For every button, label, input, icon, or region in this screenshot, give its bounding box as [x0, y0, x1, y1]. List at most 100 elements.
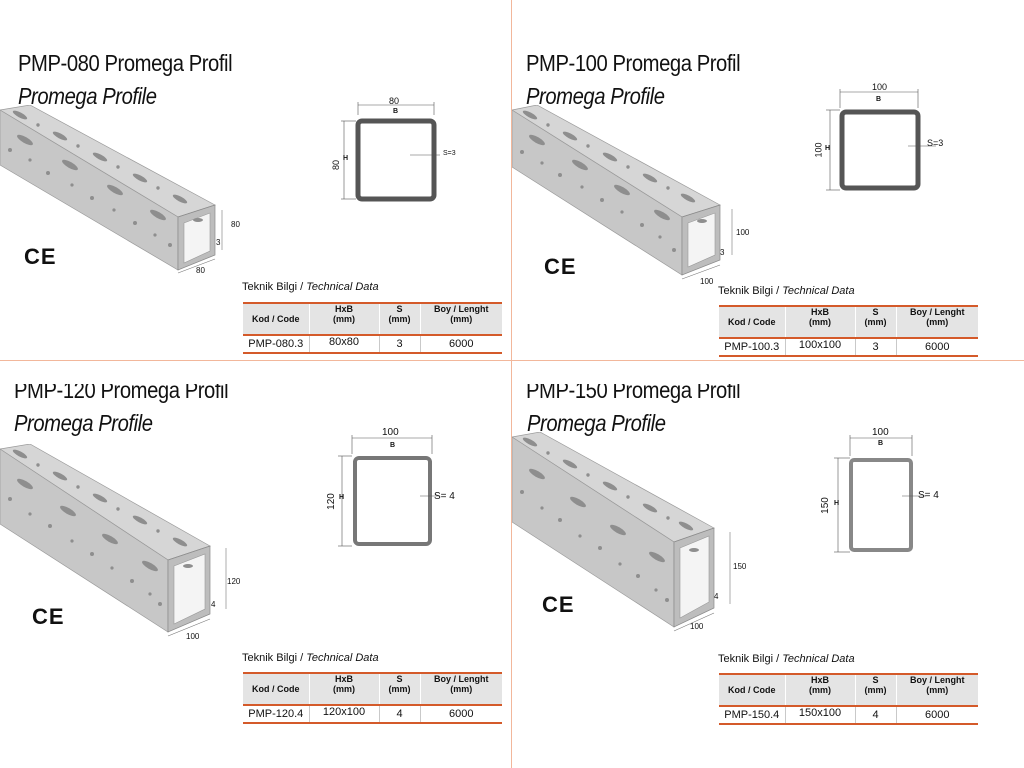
- technical-data-table: Kod / Code HxB(mm) S(mm) Boy / Lenght(mm…: [243, 302, 502, 354]
- section-thickness-label: S= 4: [434, 491, 455, 502]
- table-header-row: Kod / Code HxB(mm) S(mm) Boy / Lenght(mm…: [719, 306, 978, 338]
- product-title: PMP-080 Promega Profil: [18, 50, 233, 76]
- cell-s: 4: [379, 705, 421, 723]
- ce-mark: CE: [544, 254, 577, 279]
- column-code: Kod / Code: [243, 303, 310, 335]
- horizontal-divider: [0, 360, 1024, 361]
- cell-code: PMP-100.3: [719, 338, 786, 356]
- profile-base-dim: 100: [690, 622, 704, 631]
- cell-code: PMP-120.4: [243, 705, 310, 723]
- column-hxb: HxB(mm): [309, 303, 380, 335]
- section-b-label: B: [876, 96, 882, 103]
- column-s: S(mm): [855, 306, 897, 338]
- technical-data-label: Teknik Bilgi / Technical Data: [242, 652, 379, 664]
- product-panel-pmp-150: PMP-150 Promega Profil Promega Profile 1…: [512, 384, 1024, 768]
- section-b-label: B: [393, 108, 399, 115]
- section-thickness-label: S=3: [443, 150, 456, 157]
- section-height-label: 100: [813, 142, 824, 158]
- section-width-label: 80: [389, 96, 400, 106]
- cell-length: 6000: [449, 338, 474, 350]
- cross-section-diagram: [338, 435, 440, 547]
- cross-section-diagram: [341, 102, 440, 202]
- cell-s: 3: [855, 338, 897, 356]
- column-code: Kod / Code: [719, 306, 786, 338]
- section-width-label: 100: [872, 82, 888, 92]
- product-subtitle: Promega Profile: [527, 410, 666, 436]
- profile-thickness-dim: 3: [216, 238, 221, 247]
- cell-code: PMP-080.3: [243, 335, 310, 353]
- cross-section-diagram: [826, 89, 936, 191]
- column-length: Boy / Lenght(mm): [896, 306, 978, 338]
- column-s: S(mm): [379, 673, 421, 705]
- ce-mark: CE: [542, 592, 575, 617]
- perforated-profile-image: [512, 105, 733, 280]
- cell-length: 6000: [925, 709, 950, 721]
- profile-base-dim: 80: [196, 266, 205, 275]
- section-h-label: H: [339, 494, 345, 501]
- product-title: PMP-100 Promega Profil: [526, 50, 741, 76]
- table-header-row: Kod / Code HxB(mm) S(mm) Boy / Lenght(mm…: [243, 303, 502, 335]
- technical-data-table: Kod / Code HxB(mm) S(mm) Boy / Lenght(mm…: [719, 673, 978, 725]
- column-s: S(mm): [855, 674, 897, 706]
- profile-thickness-dim: 4: [211, 600, 216, 609]
- section-b-label: B: [878, 440, 884, 447]
- cell-code: PMP-150.4: [719, 706, 786, 724]
- table-row: PMP-120.4 120x100 4 6000: [243, 705, 502, 723]
- column-s: S(mm): [379, 303, 421, 335]
- ce-mark: CE: [32, 604, 65, 629]
- column-length: Boy / Lenght(mm): [420, 303, 502, 335]
- column-code: Kod / Code: [719, 674, 786, 706]
- column-code: Kod / Code: [243, 673, 310, 705]
- profile-height-dim: 100: [736, 228, 750, 237]
- cell-s: 4: [855, 706, 897, 724]
- section-b-label: B: [390, 442, 396, 449]
- section-thickness-label: S= 4: [918, 490, 939, 501]
- column-length: Boy / Lenght(mm): [896, 674, 978, 706]
- technical-data-label: Teknik Bilgi / Technical Data: [242, 281, 379, 293]
- profile-height-dim: 120: [227, 577, 241, 586]
- section-h-label: H: [825, 145, 831, 152]
- section-thickness-label: S=3: [927, 138, 944, 148]
- section-width-label: 100: [872, 427, 889, 438]
- profile-base-dim: 100: [700, 277, 714, 286]
- cell-hxb: 100x100: [785, 338, 856, 356]
- cell-length: 6000: [925, 341, 950, 353]
- technical-data-label: Teknik Bilgi / Technical Data: [718, 285, 855, 297]
- profile-thickness-dim: 3: [720, 248, 725, 257]
- section-height-label: 150: [819, 497, 831, 514]
- technical-data-label: Teknik Bilgi / Technical Data: [718, 653, 855, 665]
- ce-mark: CE: [24, 244, 57, 269]
- cell-hxb: 120x100: [309, 705, 380, 723]
- section-h-label: H: [834, 500, 840, 507]
- column-length: Boy / Lenght(mm): [420, 673, 502, 705]
- cross-section-diagram: [834, 435, 926, 553]
- table-header-row: Kod / Code HxB(mm) S(mm) Boy / Lenght(mm…: [719, 674, 978, 706]
- cell-hxb: 150x100: [785, 706, 856, 724]
- cell-length: 6000: [449, 708, 474, 720]
- column-hxb: HxB(mm): [309, 673, 380, 705]
- column-hxb: HxB(mm): [785, 674, 856, 706]
- perforated-profile-image: [0, 105, 223, 274]
- section-width-label: 100: [382, 427, 399, 438]
- cell-s: 3: [379, 335, 421, 353]
- perforated-profile-image: [512, 432, 731, 632]
- perforated-profile-image: [0, 444, 227, 637]
- product-panel-pmp-120: PMP-120 Promega Profil Promega Profile 1…: [0, 384, 512, 768]
- product-title: PMP-120 Promega Profil: [14, 384, 229, 403]
- section-height-label: 80: [331, 159, 342, 171]
- profile-thickness-dim: 4: [714, 592, 719, 601]
- vertical-divider: [511, 0, 512, 768]
- technical-data-table: Kod / Code HxB(mm) S(mm) Boy / Lenght(mm…: [719, 305, 978, 357]
- table-header-row: Kod / Code HxB(mm) S(mm) Boy / Lenght(mm…: [243, 673, 502, 705]
- product-panel-pmp-100: PMP-100 Promega Profil Promega Profile 1…: [512, 0, 1024, 384]
- section-h-label: H: [343, 155, 349, 162]
- table-row: PMP-080.3 80x80 3 6000: [243, 335, 502, 353]
- profile-base-dim: 100: [186, 632, 200, 641]
- product-subtitle: Promega Profile: [14, 410, 153, 436]
- profile-height-dim: 150: [733, 562, 747, 571]
- profile-height-dim: 80: [231, 220, 240, 229]
- column-hxb: HxB(mm): [785, 306, 856, 338]
- table-row: PMP-150.4 150x100 4 6000: [719, 706, 978, 724]
- cell-hxb: 80x80: [309, 335, 380, 353]
- table-row: PMP-100.3 100x100 3 6000: [719, 338, 978, 356]
